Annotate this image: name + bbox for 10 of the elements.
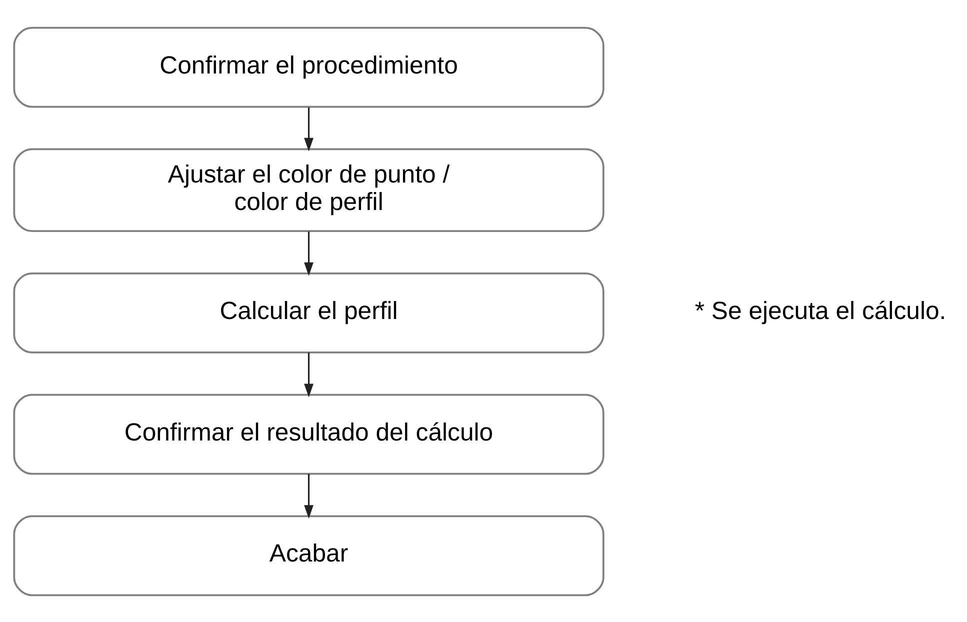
node-box: Acabar [13, 514, 604, 596]
arrow [304, 352, 314, 397]
node-box: Ajustar el color de punto / color de perfil [13, 148, 604, 232]
arrow [304, 473, 314, 518]
node-box: Confirmar el resultado del cálculo [13, 393, 604, 474]
arrow [304, 231, 314, 276]
node-box: Calcular el perfil [13, 272, 604, 353]
node-label: * Se ejecuta el cálculo. [694, 297, 946, 324]
arrow [304, 106, 314, 151]
node-box: Confirmar el procedimiento [13, 26, 604, 108]
